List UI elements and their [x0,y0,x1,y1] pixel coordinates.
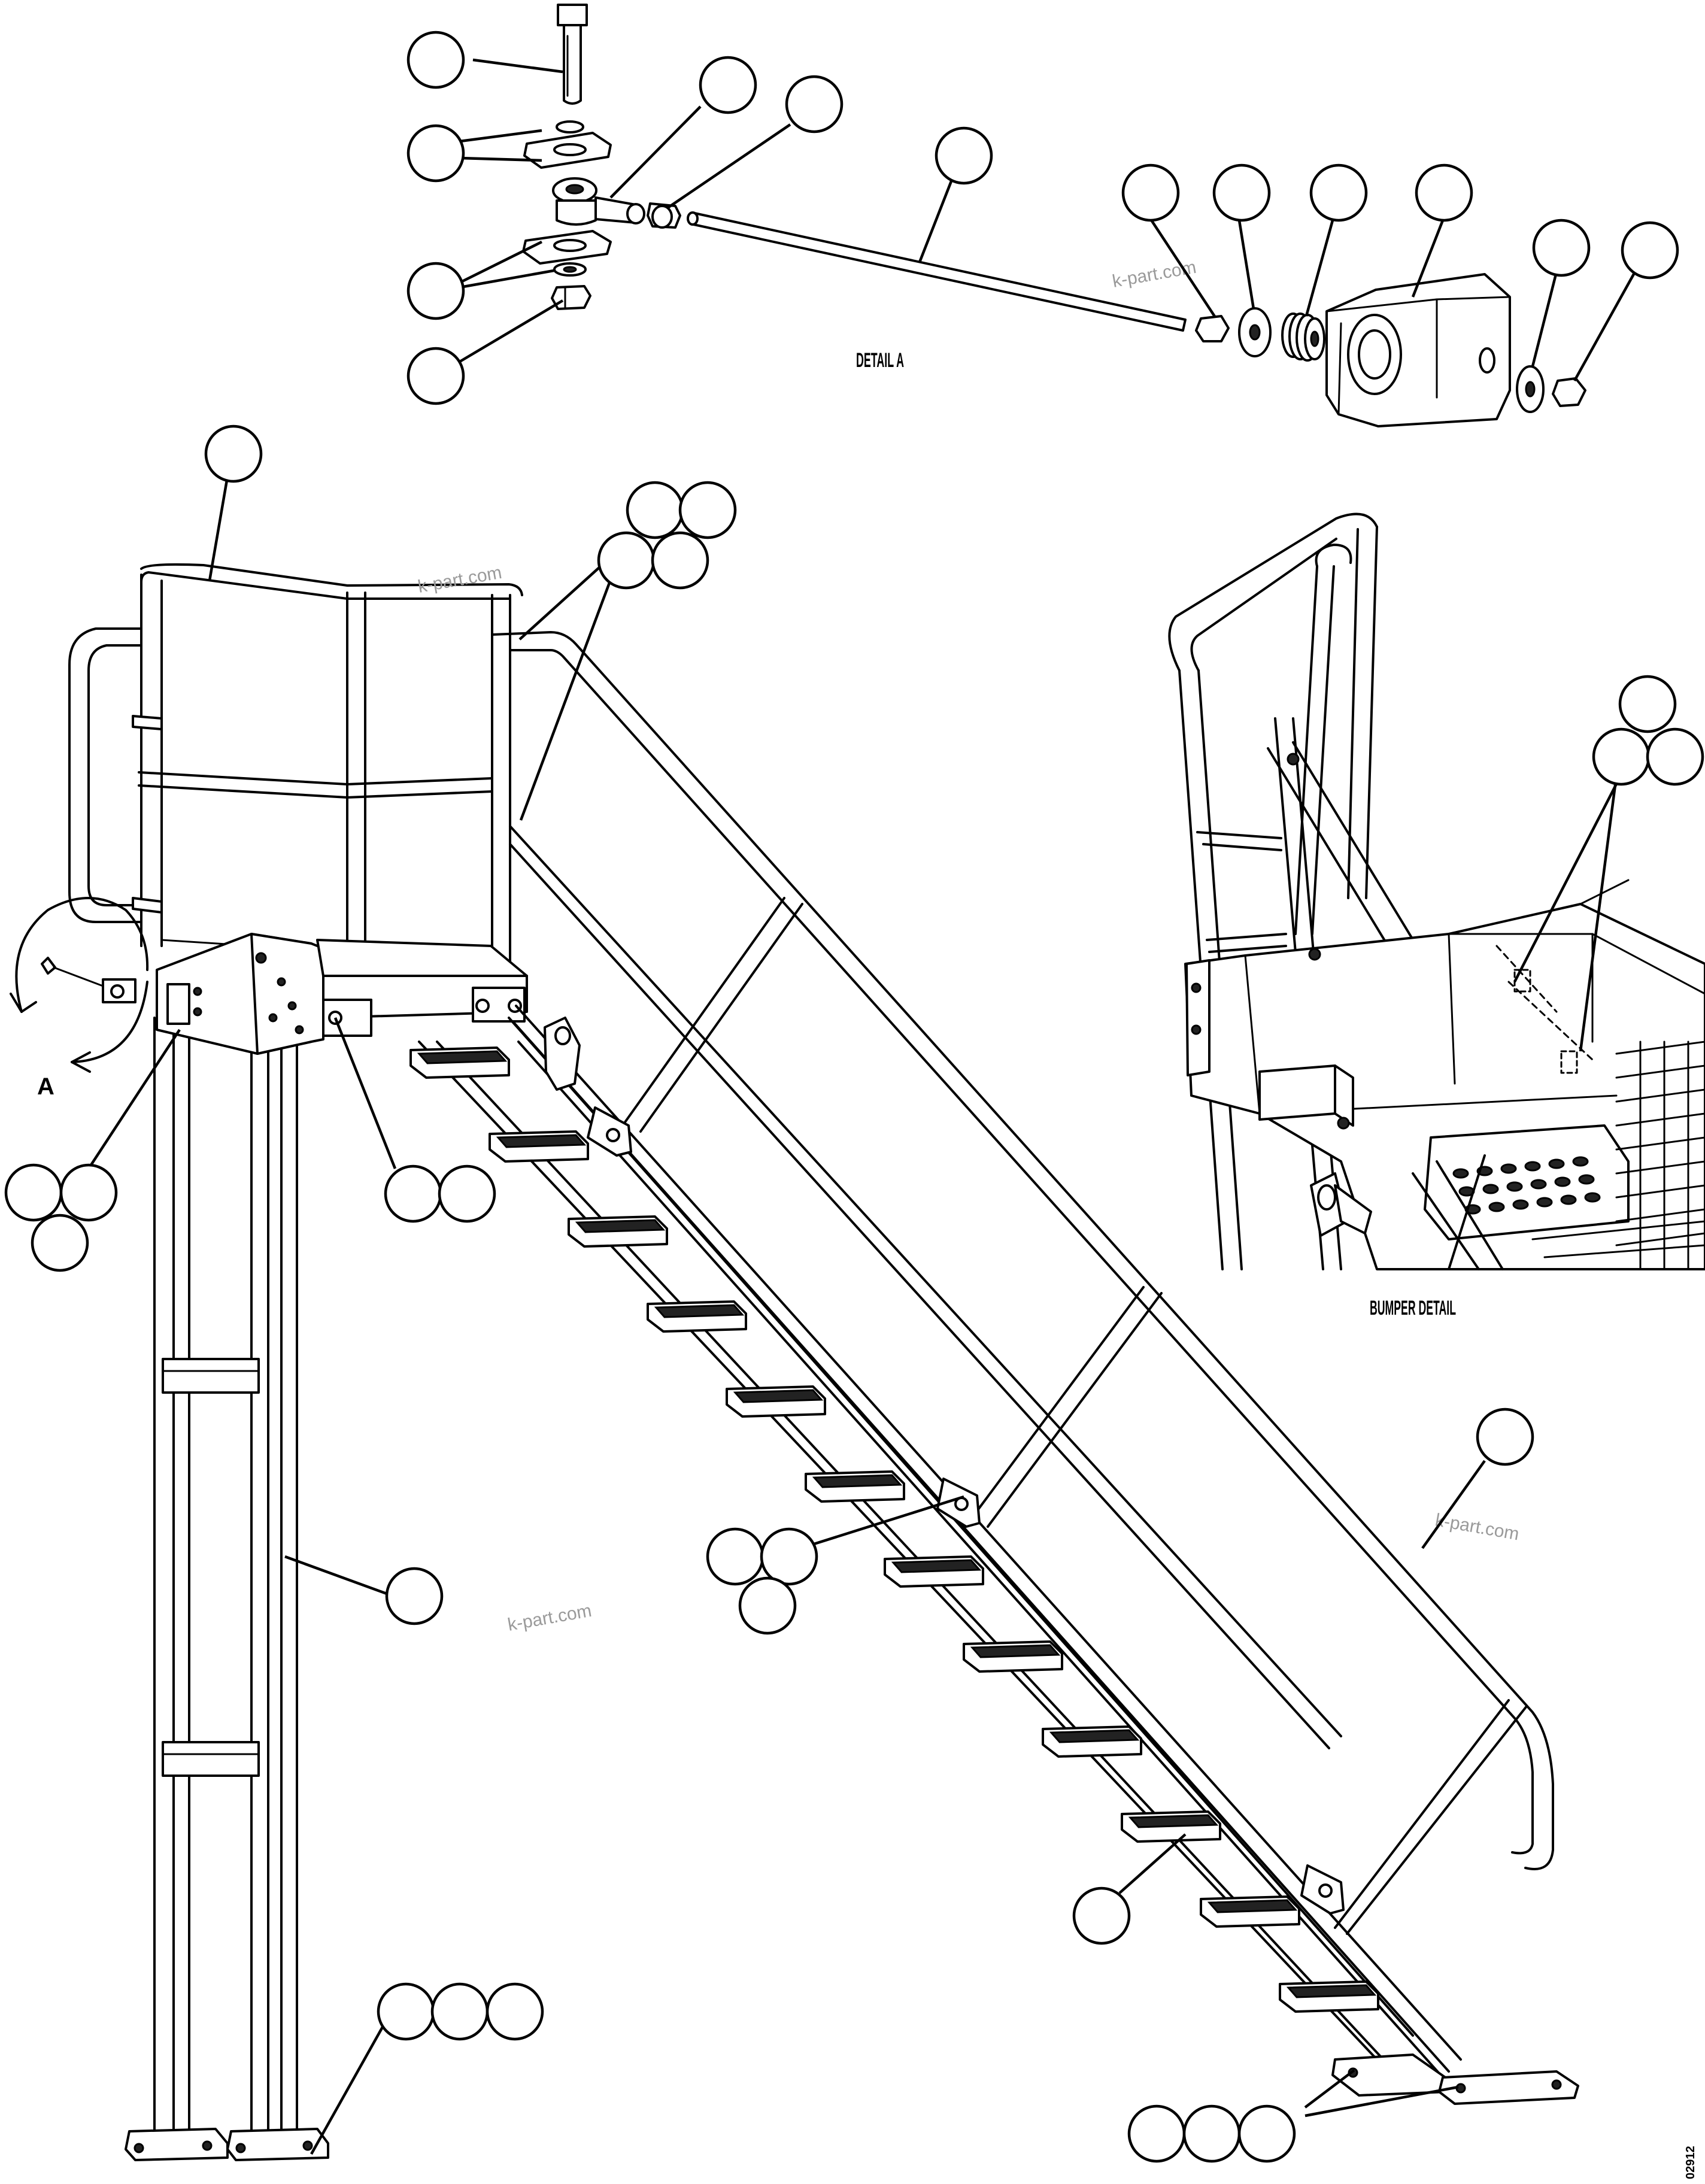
lower-washer-plate [522,230,612,277]
balloon [406,124,465,183]
balloon [406,31,465,89]
balloon [1592,727,1651,786]
rod-nut-part [1195,315,1230,342]
detail-a-label: DETAIL A [856,349,904,372]
balloon [1127,2104,1186,2163]
view-arrow-label: A [37,1073,54,1100]
balloon [1072,1886,1131,1945]
side-grille [1531,1041,1705,1270]
detail-a-exploded-view: DETAIL A [522,4,1586,427]
balloon [1621,221,1679,280]
step-grating-holes [1452,1156,1601,1215]
balloon [385,1567,444,1625]
bracket-nut-part [1552,377,1586,407]
detail-a-callout: A [10,897,149,1100]
bumper-detail-label: BUMPER DETAIL [1370,1297,1456,1320]
balloon [651,531,709,590]
watermark-1: k-part.com [1111,257,1197,292]
balloon [738,1576,797,1635]
balloon [406,347,465,405]
bracket-washer-part [1516,365,1545,413]
lower-nut-part [551,285,591,310]
balloon [486,1982,544,2041]
stair-treads [409,1046,1379,2013]
callout-balloons [4,31,1704,2163]
watermark-4: k-part.com [506,1601,593,1635]
balloon [597,531,656,590]
balloon [785,75,844,134]
balloon [1309,163,1368,222]
balloon [1212,163,1271,222]
bumper-detail-view: BUMPER DETAIL [1168,512,1705,1320]
balloon [1237,2104,1296,2163]
balloon [1532,219,1591,277]
main-stair-assembly: A [10,563,1579,2161]
balloon [1182,2104,1241,2163]
rod-end-part [552,177,645,226]
flat-washer-part [1238,307,1272,357]
balloon [1646,727,1704,786]
balloon [377,1982,435,2041]
long-rod-part [687,211,1187,332]
balloon [1476,1408,1534,1466]
balloon [706,1527,764,1586]
bumper-bracket-part [1325,273,1511,427]
bumper-spring-part [1281,313,1325,362]
drawing-number: 02912 [1684,2146,1697,2179]
jam-nut-part [647,202,681,229]
balloon [438,1164,496,1223]
balloon [935,126,993,185]
balloon [59,1163,118,1222]
balloon [699,56,757,114]
balloon [384,1164,442,1223]
bolt-part [557,4,588,105]
balloon [406,262,465,320]
balloon [4,1163,63,1222]
balloon [204,424,263,483]
balloon [678,481,737,539]
balloon [760,1527,818,1586]
upper-washer-plate [523,120,612,169]
balloon [31,1214,89,1272]
balloon [1415,163,1473,222]
watermark-2: k-part.com [416,563,503,597]
balloon [1121,163,1180,222]
balloon [430,1982,489,2041]
balloon [626,481,684,539]
balloon [1618,675,1677,733]
